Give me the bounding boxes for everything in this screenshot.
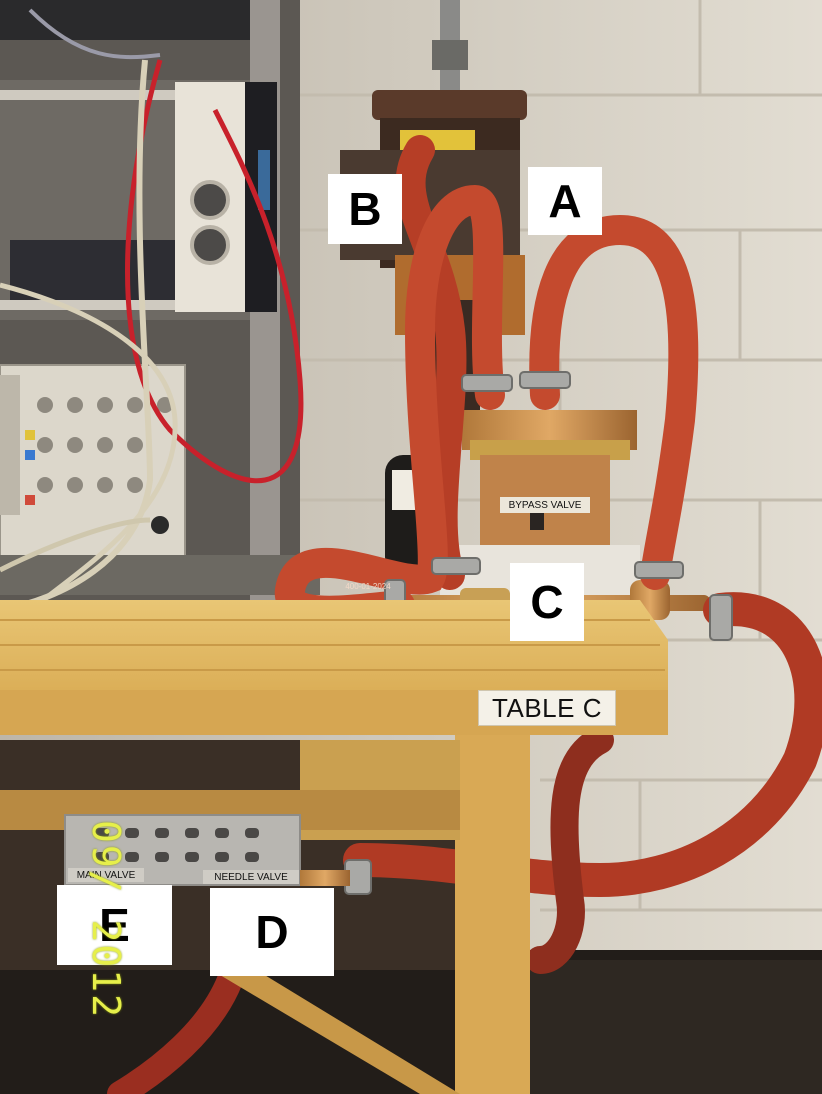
table-c-tag: TABLE C — [478, 690, 616, 726]
label-b: B — [328, 174, 402, 244]
label-d: D — [210, 888, 334, 976]
wooden-table — [0, 600, 668, 1094]
label-c: C — [510, 563, 584, 641]
label-e: E — [57, 885, 172, 965]
label-a: A — [528, 167, 602, 235]
oscilloscope — [0, 364, 186, 561]
cables — [0, 8, 304, 637]
date-stamp: 09/ 2012 — [84, 820, 128, 1020]
main-valve-tag: MAIN VALVE — [68, 868, 144, 882]
needle-valve-tag: NEEDLE VALVE — [203, 870, 299, 884]
nim-module — [175, 82, 277, 312]
bypass-valve-tag: BYPASS VALVE — [500, 497, 590, 513]
hose-print: 400-01-2024 — [345, 581, 391, 591]
